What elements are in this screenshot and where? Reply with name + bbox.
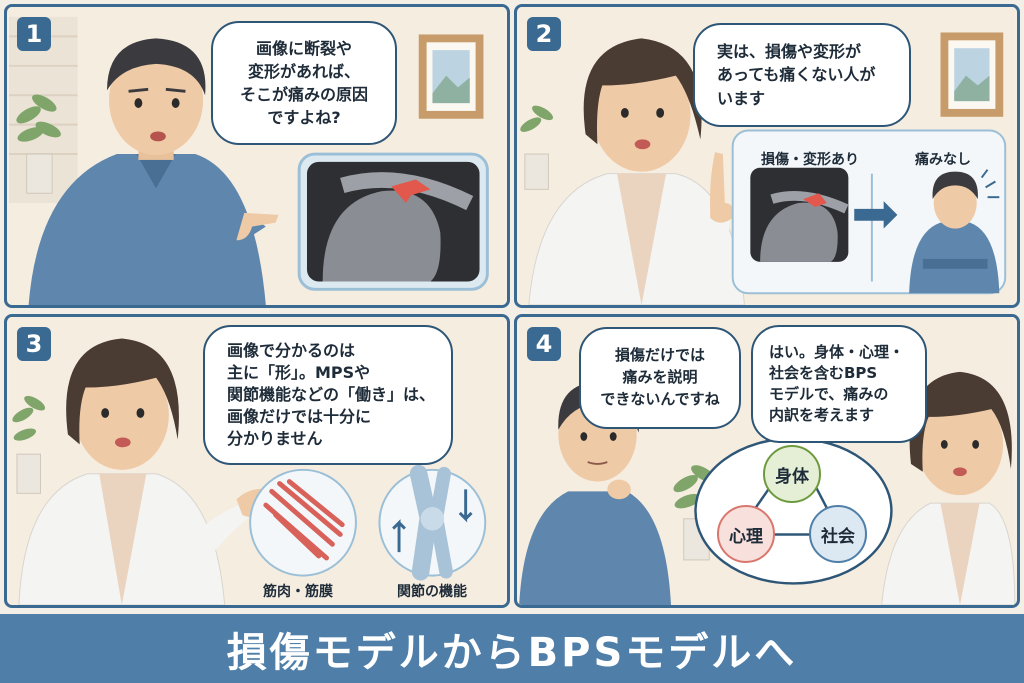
damage-label: 損傷・変形あり (761, 152, 859, 168)
panel-4: 4 損傷だけでは 痛みを説明 できないんですね はい。身体・心理・ 社会を含むB… (514, 314, 1020, 608)
panel-number: 1 (17, 17, 51, 51)
doctor-speech-bubble: はい。身体・心理・ 社会を含むBPS モデルで、痛みの 内訳を考えます (751, 325, 927, 443)
panel-2: 2 実は、損傷や変形が あっても痛くない人が います 損傷・変形あり 痛みなし (514, 4, 1020, 308)
bps-body-node: 身体 (763, 445, 821, 503)
panel-1: 1 画像に断裂や 変形があれば、 そこが痛みの原因 ですよね? (4, 4, 510, 308)
panel-number: 2 (527, 17, 561, 51)
speech-bubble: 実は、損傷や変形が あっても痛くない人が います (693, 23, 911, 127)
footer-title: 損傷モデルからBPSモデルへ (0, 614, 1024, 683)
patient-speech-bubble: 損傷だけでは 痛みを説明 できないんですね (579, 327, 741, 429)
panel-number: 3 (17, 327, 51, 361)
joint-function-label: 関節の機能 (397, 584, 467, 600)
panel-number: 4 (527, 327, 561, 361)
panel-3: 3 画像で分かるのは 主に「形」。MPSや 関節機能などの「働き」は、 画像だけ… (4, 314, 510, 608)
no-pain-label: 痛みなし (915, 152, 971, 168)
bps-mind-node: 心理 (717, 505, 775, 563)
bps-social-node: 社会 (809, 505, 867, 563)
muscle-fascia-label: 筋肉・筋膜 (263, 584, 333, 600)
speech-bubble: 画像に断裂や 変形があれば、 そこが痛みの原因 ですよね? (211, 21, 397, 145)
speech-bubble: 画像で分かるのは 主に「形」。MPSや 関節機能などの「働き」は、 画像だけでは… (203, 325, 453, 465)
